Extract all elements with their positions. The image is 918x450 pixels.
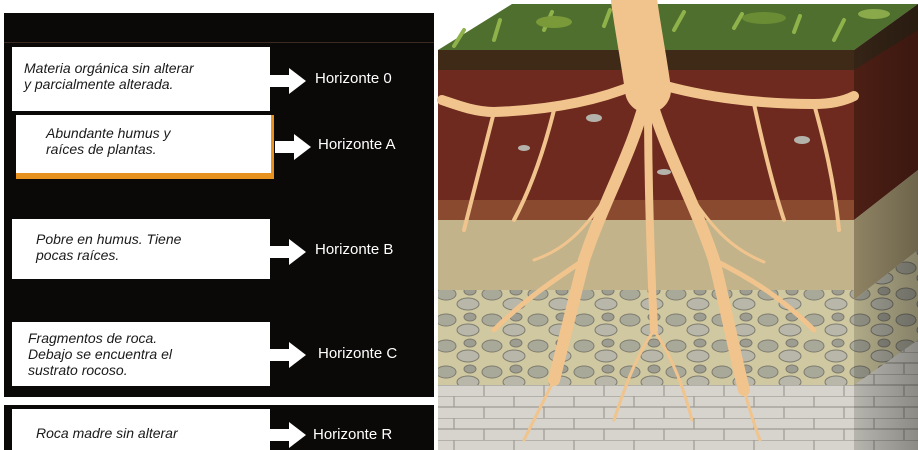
horizon-b-description-text: Pobre en humus. Tiene pocas raíces. — [36, 231, 270, 263]
horizon-a-description: Abundante humus y raíces de plantas. — [16, 115, 274, 179]
horizon-a-label: Horizonte A — [318, 136, 396, 153]
panel-divider — [4, 42, 434, 43]
panel-separator — [4, 397, 434, 405]
horizon-a-description-text: Abundante humus y raíces de plantas. — [46, 125, 271, 157]
horizon-c-description: Fragmentos de roca. Debajo se encuentra … — [12, 322, 270, 386]
grass-surface — [438, 4, 918, 50]
soil-block-illustration — [434, 0, 918, 450]
horizon-legend-panel: Materia orgánica sin alterar y parcialme… — [4, 13, 434, 450]
horizon-r-label: Horizonte R — [313, 426, 392, 443]
horizon-r-description: Roca madre sin alterar — [12, 409, 270, 450]
side-face-layers — [854, 4, 918, 450]
horizon-c-description-text: Fragmentos de roca. Debajo se encuentra … — [28, 330, 270, 378]
horizon-r-description-text: Roca madre sin alterar — [36, 425, 270, 441]
horizon-0-description: Materia orgánica sin alterar y parcialme… — [12, 47, 270, 111]
horizon-0-description-text: Materia orgánica sin alterar y parcialme… — [24, 60, 270, 92]
horizon-b-label: Horizonte B — [315, 241, 393, 258]
horizon-c-label: Horizonte C — [318, 345, 397, 362]
horizon-0-label: Horizonte 0 — [315, 70, 392, 87]
horizon-b-description: Pobre en humus. Tiene pocas raíces. — [12, 219, 270, 279]
